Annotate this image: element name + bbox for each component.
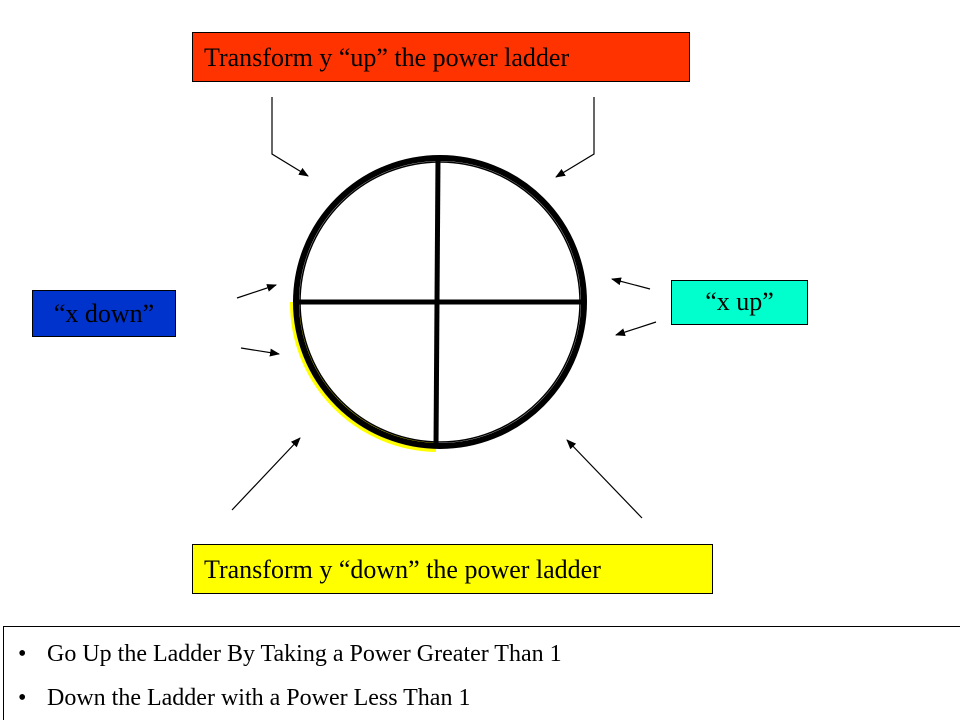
bullet-icon: •: [18, 641, 27, 667]
arrow-x-up-upper: [611, 277, 651, 290]
x-down-label: “x down”: [32, 290, 176, 337]
note-go-down: • Down the Ladder with a Power Less Than …: [18, 686, 470, 710]
arrow-x-up-lower: [615, 321, 657, 337]
arrow-x-down-upper: [236, 284, 277, 299]
x-up-label: “x up”: [671, 280, 808, 325]
transform-y-down-label: Transform y “down” the power ladder: [192, 544, 713, 594]
note-text: Down the Ladder with a Power Less Than 1: [47, 685, 471, 711]
note-text: Go Up the Ladder By Taking a Power Great…: [47, 641, 562, 667]
arrow-y-up-right: [555, 97, 595, 178]
arrow-y-up-left: [271, 97, 309, 177]
arrow-x-down-lower: [240, 347, 280, 357]
bullet-icon: •: [18, 685, 27, 711]
arrow-y-down-right: [566, 439, 643, 519]
arrow-y-down-left: [231, 437, 301, 511]
transform-y-up-label: Transform y “up” the power ladder: [192, 32, 690, 82]
note-go-up: • Go Up the Ladder By Taking a Power Grea…: [18, 642, 562, 666]
notes-panel: • Go Up the Ladder By Taking a Power Grea…: [3, 626, 960, 720]
